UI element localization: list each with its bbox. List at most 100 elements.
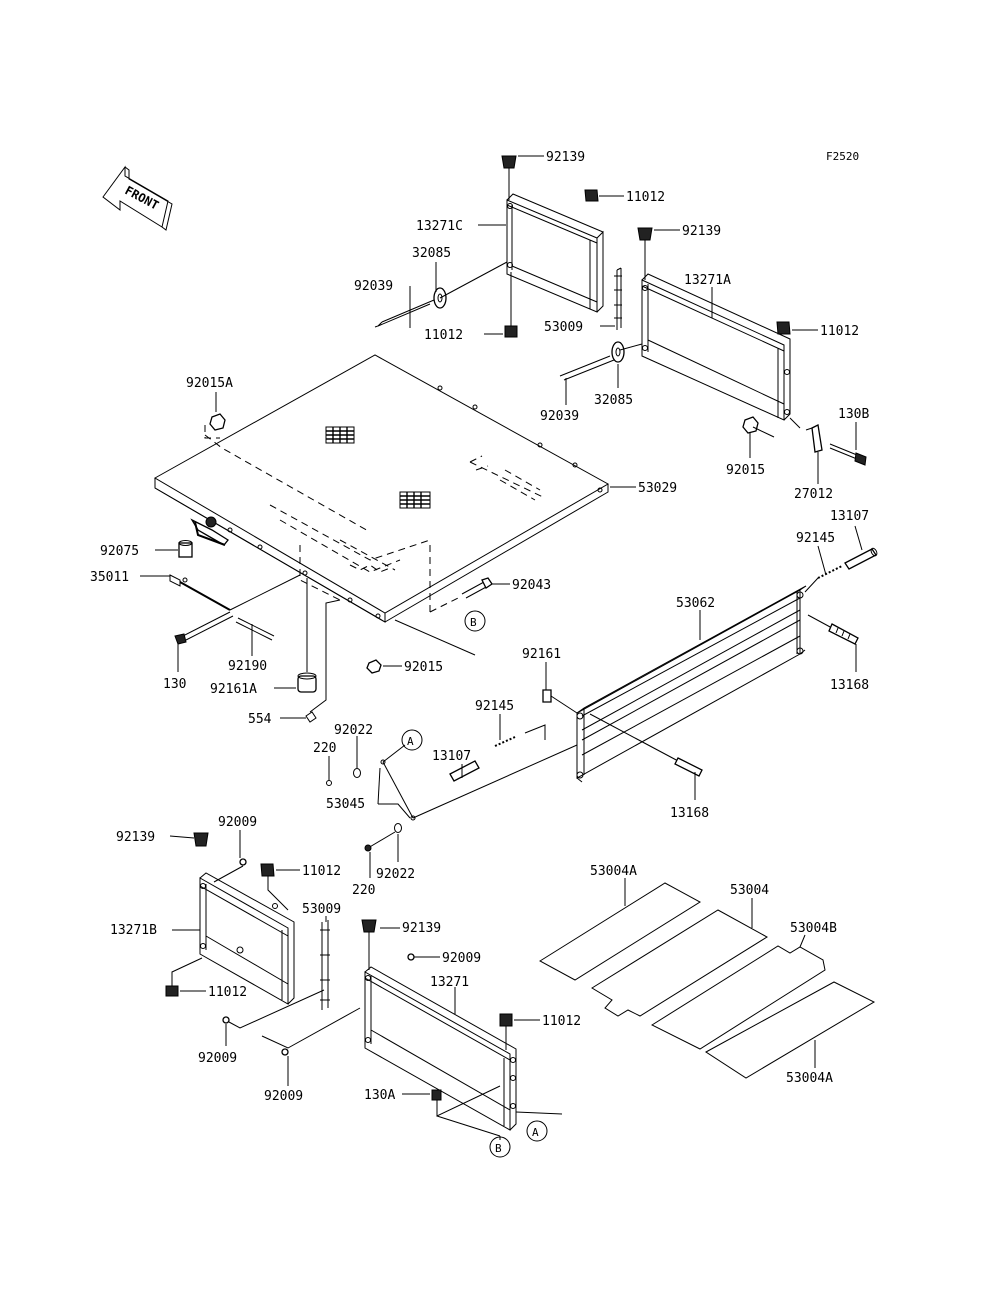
mat-53004B — [650, 945, 826, 1050]
mat-53004A-a — [539, 882, 701, 981]
callout-220-a: 220 — [313, 741, 336, 756]
front-arrow-icon: FRONT — [102, 165, 173, 231]
callout-130B: 130B — [838, 407, 869, 422]
pin-13168-b — [589, 713, 703, 777]
callout-32085-b: 32085 — [594, 393, 633, 408]
callout-13271: 13271 — [430, 975, 469, 990]
spring-92145-a — [804, 565, 843, 593]
hinge-35011 — [169, 574, 231, 611]
callout-27012: 27012 — [794, 487, 833, 502]
latch-27012 — [805, 424, 823, 453]
ref-mark-B-bottom: B — [489, 1136, 511, 1158]
callout-92022-b: 92022 — [376, 867, 415, 882]
callout-92009-b: 92009 — [442, 951, 481, 966]
callout-53045: 53045 — [326, 797, 365, 812]
nut-92015-a — [742, 416, 775, 438]
pin-13107-b — [449, 760, 480, 782]
leader-13271-link — [515, 1111, 563, 1115]
stopper-92161 — [542, 689, 578, 714]
callout-92145-b: 92145 — [475, 699, 514, 714]
pin-92039-b — [559, 355, 615, 381]
washer-92022-a — [353, 768, 361, 778]
callout-53004B: 53004B — [790, 921, 837, 936]
callout-92139-c: 92139 — [116, 830, 155, 845]
callout-11012-a: 11012 — [626, 190, 665, 205]
cap-92139-c — [193, 832, 209, 847]
bed-floor-53029 — [153, 354, 610, 623]
svg-text:A: A — [407, 735, 414, 748]
cap-11012-a — [584, 189, 599, 202]
callout-11012-b: 11012 — [424, 328, 463, 343]
pin-13107-a — [844, 547, 878, 570]
screw-92009-c — [261, 1007, 361, 1056]
side-panel-13271C — [506, 193, 604, 313]
callout-13271B: 13271B — [110, 923, 157, 938]
callout-92039-a: 92039 — [354, 279, 393, 294]
callout-53004: 53004 — [730, 883, 769, 898]
bolt-130B — [829, 443, 867, 466]
ref-mark-B-top: B — [464, 610, 486, 632]
callout-11012-e: 11012 — [542, 1014, 581, 1029]
callout-13107-a: 13107 — [830, 509, 869, 524]
callout-92075: 92075 — [100, 544, 139, 559]
callout-11012-d: 11012 — [302, 864, 341, 879]
callout-130A: 130A — [364, 1088, 395, 1103]
callout-220-b: 220 — [352, 883, 375, 898]
callout-92161A: 92161A — [210, 682, 257, 697]
bolt-130 — [174, 611, 234, 645]
callout-92015-b: 92015 — [404, 660, 443, 675]
side-panel-13271B — [199, 872, 295, 1005]
callout-13271C: 13271C — [416, 219, 463, 234]
side-panel-13271 — [364, 966, 517, 1131]
callout-32085-a: 32085 — [412, 246, 451, 261]
spring-92145-b — [494, 724, 546, 747]
callout-13107-b: 13107 — [432, 749, 471, 764]
cap-92075 — [178, 540, 193, 558]
tailgate-53062 — [576, 585, 807, 783]
bumper-92161A — [297, 578, 317, 693]
bracket-53009-b — [320, 920, 330, 1010]
leader-130B-panel — [789, 417, 801, 429]
callout-92015-a: 92015 — [726, 463, 765, 478]
callout-92139-top: 92139 — [546, 150, 585, 165]
callout-92139-b: 92139 — [682, 224, 721, 239]
callout-11012-f: 11012 — [208, 985, 247, 1000]
callout-92022-a: 92022 — [334, 723, 373, 738]
callout-11012-c: 11012 — [820, 324, 859, 339]
callout-92009-c: 92009 — [198, 1051, 237, 1066]
cap-92139-top — [501, 155, 517, 200]
callout-13271A: 13271A — [684, 273, 731, 288]
callout-92145-a: 92145 — [796, 531, 835, 546]
nut-92015-b — [366, 659, 382, 674]
cable-53045 — [380, 744, 416, 821]
leader-13271A-link — [619, 343, 643, 351]
washer-92022-b — [394, 823, 402, 833]
svg-text:B: B — [495, 1142, 502, 1155]
nut-92015A — [204, 413, 226, 439]
figure-code: F2520 — [826, 150, 859, 163]
callout-92161: 92161 — [522, 647, 561, 662]
callout-92009-d: 92009 — [264, 1089, 303, 1104]
svg-text:B: B — [470, 616, 477, 629]
pin-92039-a — [374, 299, 435, 328]
callout-53009-a: 53009 — [544, 320, 583, 335]
callout-53004A-a: 53004A — [590, 864, 637, 879]
cap-11012-b — [504, 272, 518, 338]
rod-92190 — [235, 617, 275, 641]
cap-11012-d — [260, 863, 289, 911]
callout-13168-a: 13168 — [830, 678, 869, 693]
leader-35011-floor — [229, 574, 301, 611]
clip-554 — [305, 599, 341, 723]
callout-53029: 53029 — [638, 481, 677, 496]
screw-220-a — [326, 780, 332, 786]
screw-220-b — [364, 831, 396, 852]
callout-53009-b: 53009 — [302, 902, 341, 917]
callout-53004A-b: 53004A — [786, 1071, 833, 1086]
clamp-32085-b — [611, 341, 625, 363]
mat-53004A-b — [705, 981, 876, 1079]
cap-11012-f — [499, 1013, 513, 1050]
leader-53045-gate — [412, 744, 578, 819]
callout-13168-b: 13168 — [670, 806, 709, 821]
cap-11012-c — [776, 321, 791, 335]
leader-ref-B-top — [394, 619, 476, 656]
